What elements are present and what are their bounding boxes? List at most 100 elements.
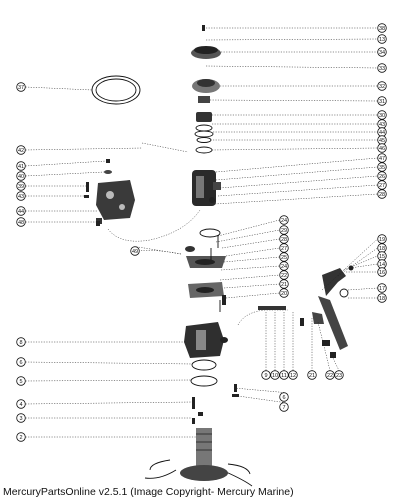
svg-text:19: 19 xyxy=(379,237,385,243)
bushing-stack-part xyxy=(194,112,214,154)
leader-line xyxy=(223,256,280,263)
lower-plate-part xyxy=(188,282,226,305)
callout-29: 29 xyxy=(279,225,289,235)
svg-text:44: 44 xyxy=(18,209,24,215)
leader-line xyxy=(219,274,280,281)
callout-43: 43 xyxy=(16,191,26,201)
leader-line xyxy=(25,86,93,91)
svg-text:4: 4 xyxy=(19,402,22,408)
top-screw-part xyxy=(202,25,205,31)
callout-47: 47 xyxy=(377,153,387,163)
callout-49: 49 xyxy=(130,246,140,256)
leader-line xyxy=(343,255,378,271)
svg-text:24: 24 xyxy=(281,218,287,224)
svg-text:28: 28 xyxy=(281,237,287,243)
leader-line xyxy=(205,38,378,41)
svg-text:8: 8 xyxy=(19,340,22,346)
callout-5: 5 xyxy=(16,376,26,386)
leader-line xyxy=(25,171,105,177)
leader-line xyxy=(25,401,193,405)
svg-text:39: 39 xyxy=(18,184,24,190)
left-leaders xyxy=(25,86,196,438)
svg-text:33: 33 xyxy=(379,66,385,72)
callout-22: 22 xyxy=(279,270,289,280)
svg-text:22: 22 xyxy=(327,373,333,379)
callout-40: 40 xyxy=(16,171,26,181)
svg-text:18: 18 xyxy=(379,296,385,302)
callout-31: 31 xyxy=(377,96,387,106)
callout-19: 19 xyxy=(377,234,387,244)
svg-text:22: 22 xyxy=(281,273,287,279)
callout-27: 27 xyxy=(279,243,289,253)
o-ring-part xyxy=(199,228,221,238)
leader-line xyxy=(25,361,193,365)
callout-34: 34 xyxy=(377,47,387,57)
leader-line xyxy=(225,247,280,257)
leader-line xyxy=(337,247,378,277)
leader-line xyxy=(217,184,378,197)
callout-30: 30 xyxy=(377,110,387,120)
svg-text:6: 6 xyxy=(282,395,285,401)
callout-6: 6 xyxy=(16,357,26,367)
callout-45: 45 xyxy=(377,135,387,145)
svg-text:18: 18 xyxy=(379,246,385,252)
leader-line xyxy=(215,229,280,243)
svg-text:34: 34 xyxy=(379,50,385,56)
svg-text:27: 27 xyxy=(281,246,287,252)
svg-text:29: 29 xyxy=(281,228,287,234)
leader-line xyxy=(321,238,378,291)
svg-text:26: 26 xyxy=(379,174,385,180)
svg-text:2: 2 xyxy=(19,435,22,441)
right-leaders xyxy=(134,27,378,403)
callout-23: 23 xyxy=(334,370,344,380)
svg-text:9: 9 xyxy=(264,373,267,379)
callout-43: 43 xyxy=(377,119,387,129)
svg-text:35: 35 xyxy=(379,165,385,171)
housing-cap-part xyxy=(192,79,220,93)
svg-text:12: 12 xyxy=(290,373,296,379)
callout-9: 9 xyxy=(261,370,271,380)
leader-line xyxy=(215,157,378,173)
svg-text:30: 30 xyxy=(379,113,385,119)
callout-46: 46 xyxy=(377,143,387,153)
small-screws-part xyxy=(232,340,330,397)
leader-line xyxy=(217,219,280,237)
callout-28: 28 xyxy=(279,234,289,244)
svg-text:7: 7 xyxy=(282,405,285,411)
svg-text:47: 47 xyxy=(379,156,385,162)
leader-line xyxy=(223,283,280,289)
svg-text:37: 37 xyxy=(18,85,24,91)
callout-39: 39 xyxy=(16,181,26,191)
callout-15: 15 xyxy=(377,251,387,261)
svg-text:31: 31 xyxy=(379,99,385,105)
svg-text:28: 28 xyxy=(379,192,385,198)
callout-25: 25 xyxy=(279,252,289,262)
svg-text:23: 23 xyxy=(336,373,342,379)
svg-text:43: 43 xyxy=(379,122,385,128)
svg-text:13: 13 xyxy=(379,37,385,43)
callout-6: 6 xyxy=(279,392,289,402)
callout-38: 38 xyxy=(377,23,387,33)
svg-text:43: 43 xyxy=(18,194,24,200)
svg-text:42: 42 xyxy=(18,148,24,154)
svg-text:32: 32 xyxy=(379,84,385,90)
svg-text:48: 48 xyxy=(18,220,24,226)
svg-text:5: 5 xyxy=(19,379,22,385)
leader-line xyxy=(331,355,340,371)
leader-line xyxy=(233,387,285,393)
leader-line xyxy=(134,246,182,255)
callout-24: 24 xyxy=(279,215,289,225)
leader-line xyxy=(205,65,378,69)
mounting-bracket-part xyxy=(96,180,135,224)
callout-41: 41 xyxy=(16,161,26,171)
svg-text:46: 46 xyxy=(379,146,385,152)
callout-13: 13 xyxy=(377,34,387,44)
lower-pins-part xyxy=(192,397,203,424)
leader-line xyxy=(317,321,331,371)
leader-line xyxy=(349,263,378,269)
callout-11: 11 xyxy=(279,370,289,380)
lower-pump-body-part xyxy=(184,322,228,358)
callout-28: 28 xyxy=(377,189,387,199)
callout-4: 4 xyxy=(16,399,26,409)
